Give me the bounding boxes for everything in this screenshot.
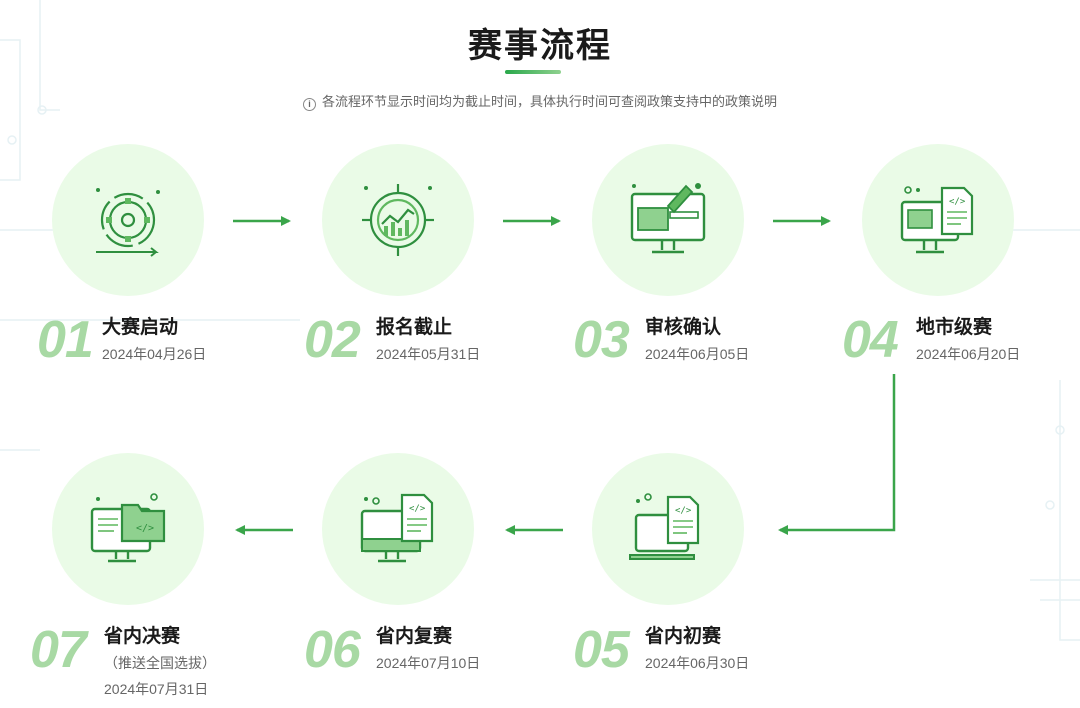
step-5-title: 省内初赛 (645, 626, 722, 647)
page-title: 赛事流程 (468, 27, 612, 65)
step-3-date: 2024年06月05日 (645, 346, 750, 362)
step-2-number: 02 (304, 311, 361, 369)
svg-text:</>: </> (136, 523, 154, 534)
step-2-title: 报名截止 (376, 317, 453, 338)
step-2-circle (322, 144, 474, 296)
info-icon: i (302, 98, 316, 111)
step-3-circle (592, 144, 744, 296)
step-4-title: 地市级赛 (916, 317, 993, 338)
step-5-date: 2024年06月30日 (645, 655, 750, 671)
svg-text:</>: </> (949, 197, 966, 207)
monitor-code-icon: </> (900, 186, 974, 254)
step-5-number: 05 (573, 621, 630, 679)
step-1-number: 01 (37, 311, 94, 369)
step-7-note: （推送全国选拔） (104, 655, 216, 671)
step-7-title: 省内决赛 (104, 626, 181, 647)
step-6-circle: </> (322, 453, 474, 605)
step-3-number: 03 (573, 311, 630, 369)
svg-text:</>: </> (675, 506, 692, 516)
step-1-circle (52, 144, 204, 296)
monitor-document-icon: </> (360, 493, 434, 563)
svg-text:</>: </> (409, 504, 426, 514)
step-6-title: 省内复赛 (376, 626, 453, 647)
monitor-edit-icon (630, 183, 706, 254)
step-4-circle: </> (862, 144, 1014, 296)
step-1-title: 大赛启动 (102, 317, 179, 338)
step-4-number: 04 (842, 311, 899, 369)
step-5-circle: </> (592, 453, 744, 605)
step-6-number: 06 (304, 621, 361, 679)
step-3-title: 审核确认 (645, 317, 722, 338)
step-2-date: 2024年05月31日 (376, 346, 481, 362)
laptop-code-icon: </> (629, 493, 700, 560)
step-6-date: 2024年07月10日 (376, 655, 481, 671)
notice-line: i 各流程环节显示时间均为截止时间，具体执行时间可查阅政策支持中的政策说明 (0, 91, 1080, 111)
notice-text: 各流程环节显示时间均为截止时间，具体执行时间可查阅政策支持中的政策说明 (321, 94, 777, 109)
step-4-date: 2024年06月20日 (916, 346, 1021, 362)
gear-cycle-icon (96, 188, 160, 257)
step-1-date: 2024年04月26日 (102, 346, 207, 362)
target-chart-icon (362, 184, 434, 256)
monitor-folder-icon: </> (90, 493, 166, 563)
title-underline (505, 70, 561, 74)
step-7-date: 2024年07月31日 (104, 681, 209, 697)
arrow-4-5 (778, 374, 896, 535)
step-7-number: 07 (30, 621, 87, 679)
step-7-circle: </> (52, 453, 204, 605)
